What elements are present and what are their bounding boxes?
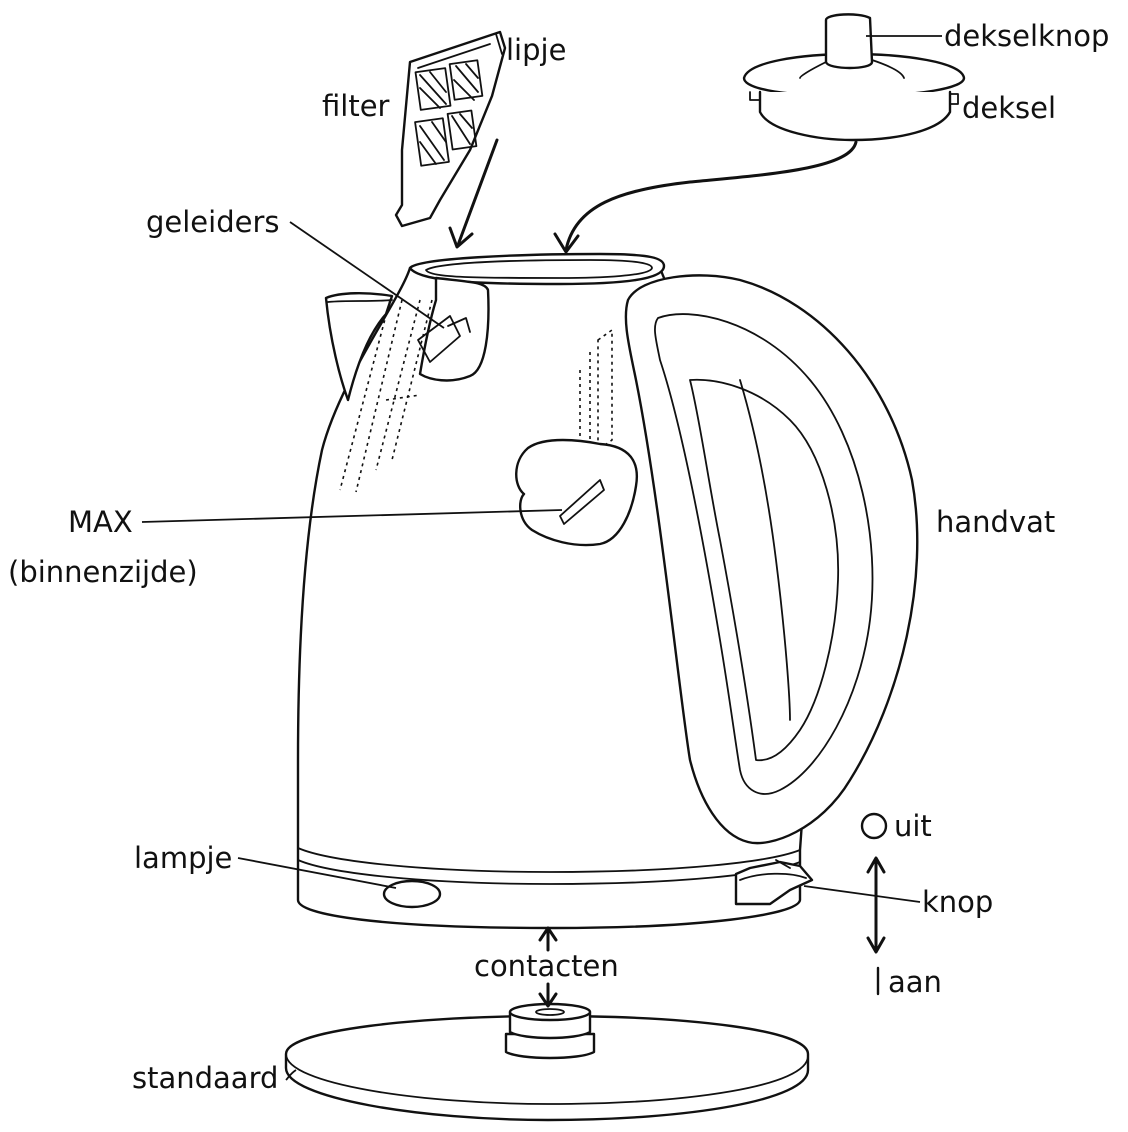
label-handvat: handvat — [936, 505, 1055, 539]
switch-illustration — [734, 859, 814, 906]
filter-illustration — [394, 30, 507, 228]
label-knop: knop — [922, 885, 993, 919]
lamp-indicator — [382, 879, 442, 909]
lid-arrow — [553, 140, 858, 254]
label-deksel: deksel — [962, 91, 1056, 125]
lid-illustration — [742, 13, 966, 142]
label-dekselknop: dekselknop — [944, 19, 1109, 53]
label-contacten: contacten — [474, 949, 619, 983]
label-geleiders: geleiders — [146, 205, 280, 239]
contacts-arrows — [538, 926, 558, 1008]
label-standaard: standaard — [132, 1061, 278, 1095]
label-uit: uit — [894, 809, 932, 843]
leader-lines — [141, 35, 942, 1081]
off-symbol-icon — [860, 812, 888, 840]
label-max-binnenzijde: (binnenzijde) — [8, 555, 198, 589]
base-illustration — [284, 1002, 810, 1122]
label-filter: filter — [322, 89, 390, 123]
label-max: MAX — [68, 505, 133, 539]
label-lipje: lipje — [506, 33, 566, 67]
switch-direction-arrow — [866, 856, 886, 954]
label-lampje: lampje — [134, 841, 232, 875]
label-aan: aan — [888, 965, 942, 999]
handle-illustration — [624, 274, 919, 845]
filter-arrow — [448, 138, 499, 249]
